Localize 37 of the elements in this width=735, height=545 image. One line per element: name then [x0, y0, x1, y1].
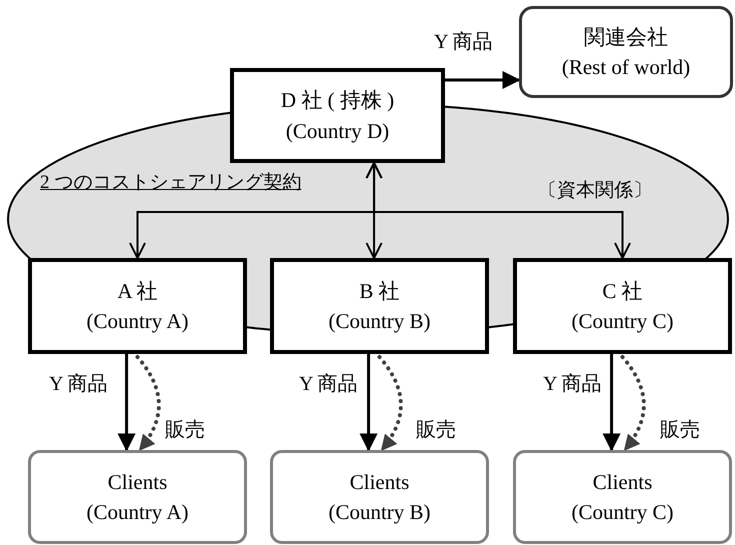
country-name: (Country D) — [286, 118, 390, 144]
arrow — [445, 71, 520, 89]
clients-box — [28, 450, 247, 544]
arrow — [118, 354, 136, 452]
relation-label: 〔資本関係〕 — [538, 180, 652, 203]
arrow — [602, 354, 621, 452]
dotted-arrow — [620, 355, 646, 452]
country-name: (Country A) — [86, 499, 189, 526]
entity-name: Clients — [350, 468, 410, 496]
entity-name: 関連会社 — [584, 24, 668, 51]
arrow — [360, 354, 378, 452]
company-box — [230, 68, 445, 163]
country-name: (Country C) — [571, 308, 674, 335]
clients-box — [513, 450, 732, 544]
edge-label: 販売 — [659, 418, 701, 442]
affiliate-box — [519, 6, 733, 98]
dotted-arrow — [136, 355, 161, 452]
country-name: (Country B) — [328, 499, 431, 526]
dotted-arrow — [378, 355, 403, 452]
country-name: (Country A) — [86, 308, 189, 335]
country-name: (Rest of world) — [562, 54, 690, 81]
entity-name: Clients — [108, 468, 168, 496]
agreement-label: 2 つのコストシェアリング契約 — [40, 172, 302, 195]
clients-box — [270, 450, 489, 544]
company-box — [28, 258, 247, 354]
country-name: (Country C) — [571, 499, 674, 526]
arrow — [366, 162, 631, 259]
entity-name: C 社 — [602, 278, 643, 305]
edge-label: 販売 — [415, 418, 457, 442]
company-box — [513, 258, 732, 354]
company-box — [270, 258, 489, 354]
entity-name: Clients — [592, 468, 652, 496]
entity-name: B 社 — [359, 278, 400, 305]
country-name: (Country B) — [328, 308, 431, 335]
entity-name: D 社 ( 持株 ) — [280, 87, 394, 114]
entity-name: A 社 — [117, 278, 158, 305]
edge-label: 販売 — [164, 418, 206, 442]
